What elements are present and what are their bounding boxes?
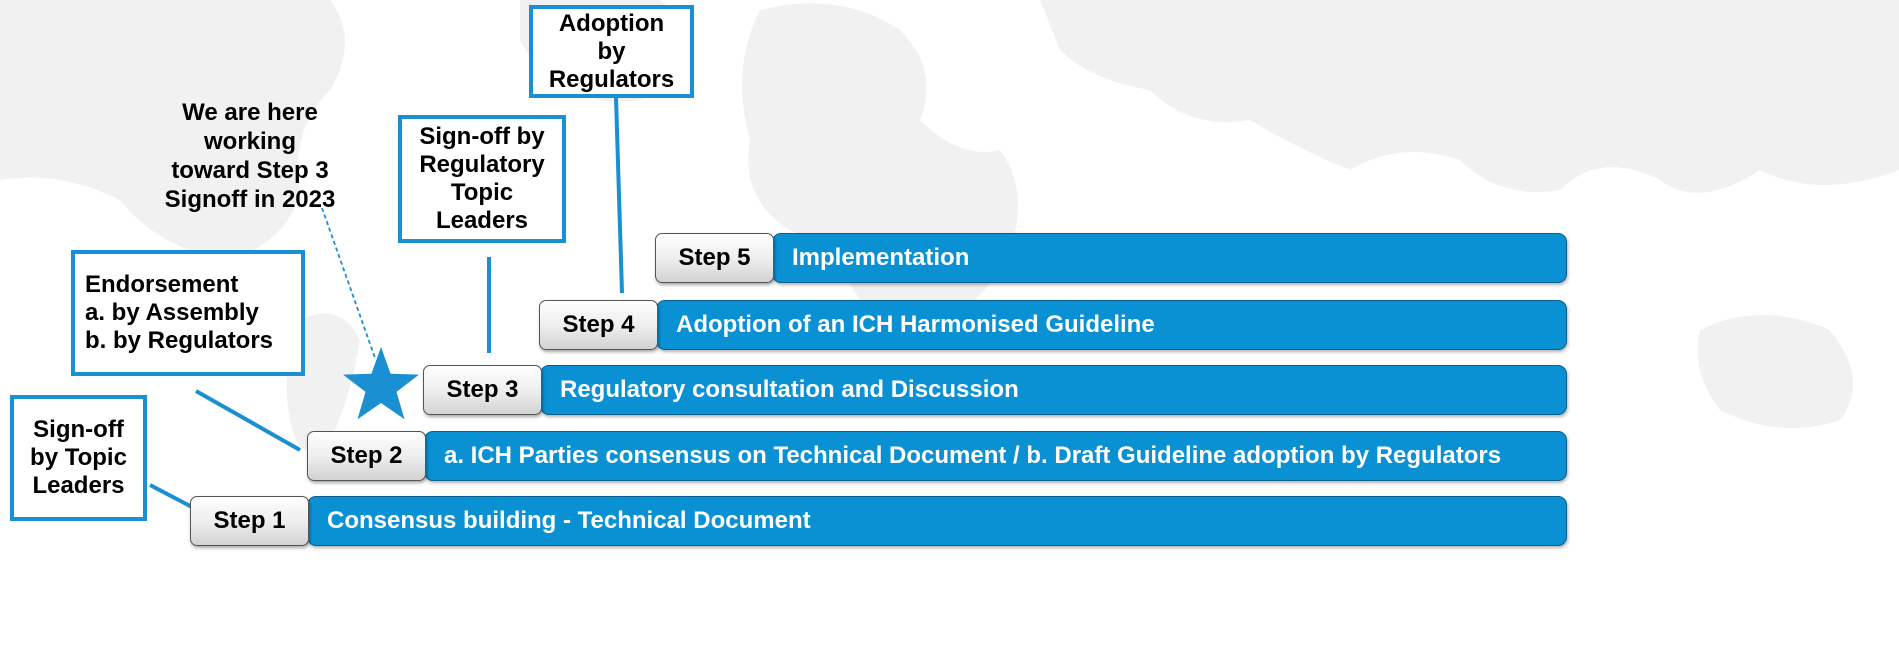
step5-bar: Implementation (772, 233, 1567, 283)
step3-label: Step 3 (423, 365, 542, 415)
step2-bar: a. ICH Parties consensus on Technical Do… (424, 431, 1567, 481)
step4-bar: Adoption of an ICH Harmonised Guideline (656, 300, 1567, 350)
step4-label: Step 4 (539, 300, 658, 350)
step3-bar: Regulatory consultation and Discussion (540, 365, 1567, 415)
callout-step3-signoff: Sign-off by Regulatory Topic Leaders (398, 115, 566, 243)
step1-description: Consensus building - Technical Document (327, 507, 811, 534)
callout-step3-text: Sign-off by Regulatory Topic Leaders (419, 123, 545, 234)
callout-step1-text: Sign-off by Topic Leaders (30, 416, 127, 499)
callout-step1-signoff: Sign-off by Topic Leaders (10, 395, 147, 521)
callout-step4-adoption: Adoption by Regulators (529, 5, 694, 98)
step5-label: Step 5 (655, 233, 774, 283)
callout-step2-endorsement: Endorsement a. by Assembly b. by Regulat… (71, 250, 305, 376)
step2-description: a. ICH Parties consensus on Technical Do… (444, 442, 1502, 469)
step1-label: Step 1 (190, 496, 309, 546)
step5-description: Implementation (792, 244, 970, 271)
callout-step2-text: Endorsement a. by Assembly b. by Regulat… (85, 271, 274, 354)
callout-step4-text: Adoption by Regulators (548, 9, 675, 93)
current-status-note: We are here working toward Step 3 Signof… (164, 99, 336, 213)
step4-description: Adoption of an ICH Harmonised Guideline (676, 311, 1155, 338)
step1-bar: Consensus building - Technical Document (307, 496, 1567, 546)
step3-description: Regulatory consultation and Discussion (560, 376, 1019, 403)
step2-label: Step 2 (307, 431, 426, 481)
